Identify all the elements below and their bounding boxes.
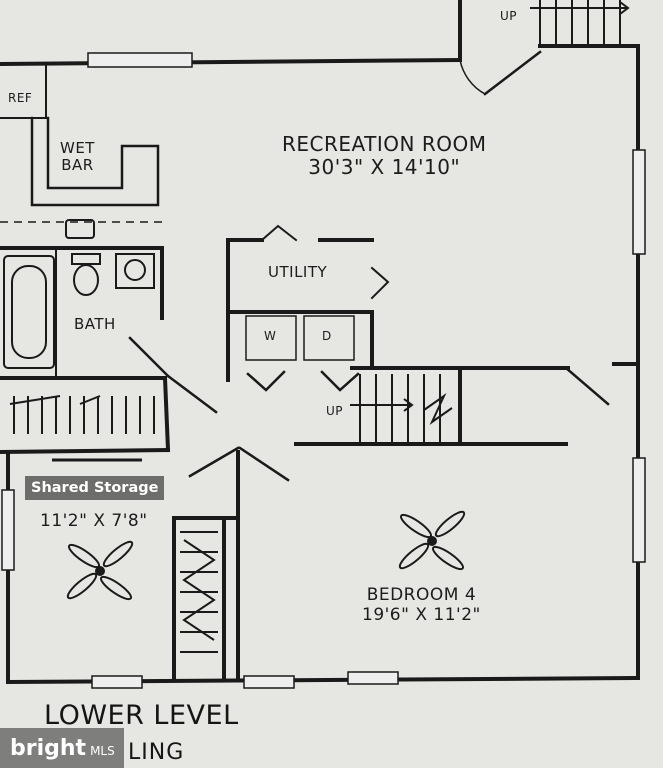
bathtub — [3, 255, 55, 369]
dryer-label: D — [322, 329, 332, 343]
bath-sink — [115, 253, 155, 289]
window-bottom-3 — [347, 671, 399, 685]
door-util-r — [320, 370, 360, 392]
stair-up-mid-label: UP — [326, 404, 344, 418]
door-util-top — [260, 224, 298, 242]
level-subtitle: LING — [128, 740, 185, 765]
window-top — [87, 52, 193, 68]
storage-right-wall — [222, 450, 240, 520]
door-rec — [483, 50, 542, 96]
washer-box — [245, 315, 297, 361]
shared-storage-badge: Shared Storage — [25, 476, 165, 500]
door-util-right — [370, 266, 390, 300]
closet-right — [162, 375, 171, 453]
outer-wall-top — [0, 57, 463, 67]
door-hall-3 — [238, 446, 290, 482]
stair-break — [423, 393, 453, 425]
door-hall-2 — [188, 446, 240, 478]
bedroom-label: BEDROOM 4 19'6" X 11'2" — [362, 585, 481, 625]
window-bottom-2 — [243, 675, 295, 689]
door-util-l — [246, 370, 286, 392]
bathtub-inner — [11, 265, 47, 359]
window-right-1 — [632, 149, 646, 255]
storage-dims-label: 11'2" X 7'8" — [40, 511, 148, 531]
fan-bedroom — [398, 510, 466, 571]
recreation-room-label: RECREATION ROOM 30'3" X 14'10" — [282, 132, 487, 179]
door-bed — [564, 366, 610, 406]
fan-storage — [66, 540, 134, 601]
ref-box — [0, 63, 47, 119]
level-title: LOWER LEVEL — [44, 700, 239, 731]
stair-up-top-label: UP — [500, 9, 518, 23]
stair-mid-arrow — [350, 398, 414, 412]
ref-label: REF — [8, 91, 33, 105]
closet-shelf — [9, 395, 101, 405]
door-bath — [128, 336, 170, 378]
watermark-brand: bright — [10, 735, 87, 761]
wet-bar-counter — [30, 116, 160, 207]
utility-label: UTILITY — [268, 263, 328, 281]
bath-label: BATH — [74, 315, 116, 333]
closet-wall — [0, 447, 171, 455]
storage-stair — [180, 531, 218, 653]
bar-sink — [65, 219, 95, 239]
storage-closet — [172, 516, 226, 682]
storage-stair-zig — [182, 539, 216, 641]
toilet-tank — [71, 253, 101, 265]
stair-top — [539, 0, 621, 46]
bath-sink-basin — [124, 259, 146, 281]
closet-rods — [13, 396, 155, 434]
watermark-suffix: MLS — [90, 744, 115, 758]
dryer-box — [303, 315, 355, 361]
window-right-2 — [632, 457, 646, 563]
door-rec-arc — [459, 59, 487, 96]
door-hall-1 — [166, 374, 218, 414]
wet-bar-label: WET BAR — [60, 139, 95, 175]
stair-top-arrow — [530, 1, 630, 15]
bright-mls-watermark: bright MLS — [0, 728, 124, 768]
toilet-bowl — [73, 264, 99, 296]
window-left — [1, 489, 15, 571]
washer-label: W — [264, 329, 277, 343]
window-bottom-1 — [91, 675, 143, 689]
